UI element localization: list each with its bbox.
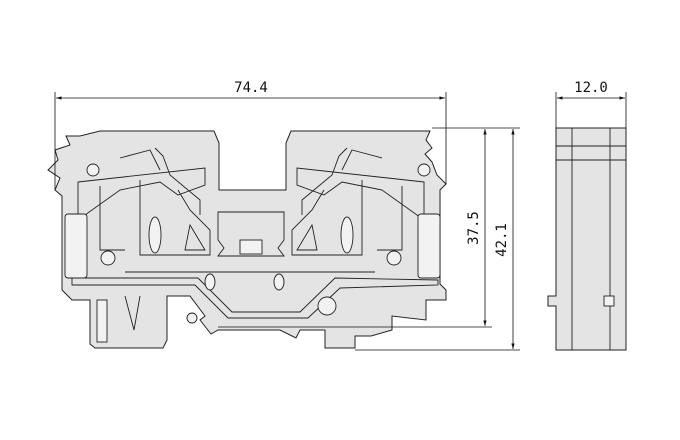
side-notch bbox=[603, 295, 615, 307]
outer-height-label: 42.1 bbox=[494, 223, 510, 257]
front-view bbox=[47, 130, 447, 349]
foot-slot bbox=[96, 299, 108, 343]
left-pin bbox=[86, 163, 100, 177]
busbar-pin-left bbox=[204, 273, 216, 291]
left-spring bbox=[99, 180, 211, 256]
left-side-window bbox=[64, 213, 88, 279]
terminal-block-body bbox=[47, 130, 447, 349]
dimension-height-inner: 37.5 bbox=[218, 127, 520, 328]
inner-height-label: 37.5 bbox=[466, 211, 482, 245]
dimension-height-outer: 42.1 bbox=[355, 129, 520, 351]
foot-hole bbox=[317, 296, 337, 316]
foot-small-hole bbox=[186, 312, 198, 324]
foot-latch bbox=[124, 295, 141, 331]
left-hole bbox=[100, 250, 116, 266]
left-wedge bbox=[184, 223, 206, 251]
side-width-label: 12.0 bbox=[574, 80, 608, 96]
right-side-window bbox=[417, 213, 441, 279]
right-hole bbox=[386, 250, 402, 266]
right-pin bbox=[417, 163, 431, 177]
side-view-body bbox=[547, 127, 627, 351]
busbar-pin-right bbox=[273, 273, 285, 291]
left-clamp-detail bbox=[119, 147, 201, 215]
center-window bbox=[239, 239, 263, 255]
center-bridge bbox=[217, 211, 285, 257]
width-dimension-label: 74.4 bbox=[234, 80, 268, 96]
busbar bbox=[71, 271, 439, 319]
side-view: 12.0 bbox=[547, 80, 627, 351]
right-clamp bbox=[291, 147, 425, 256]
left-screw-slot bbox=[148, 216, 162, 254]
dimension-width: 74.4 bbox=[54, 80, 447, 190]
